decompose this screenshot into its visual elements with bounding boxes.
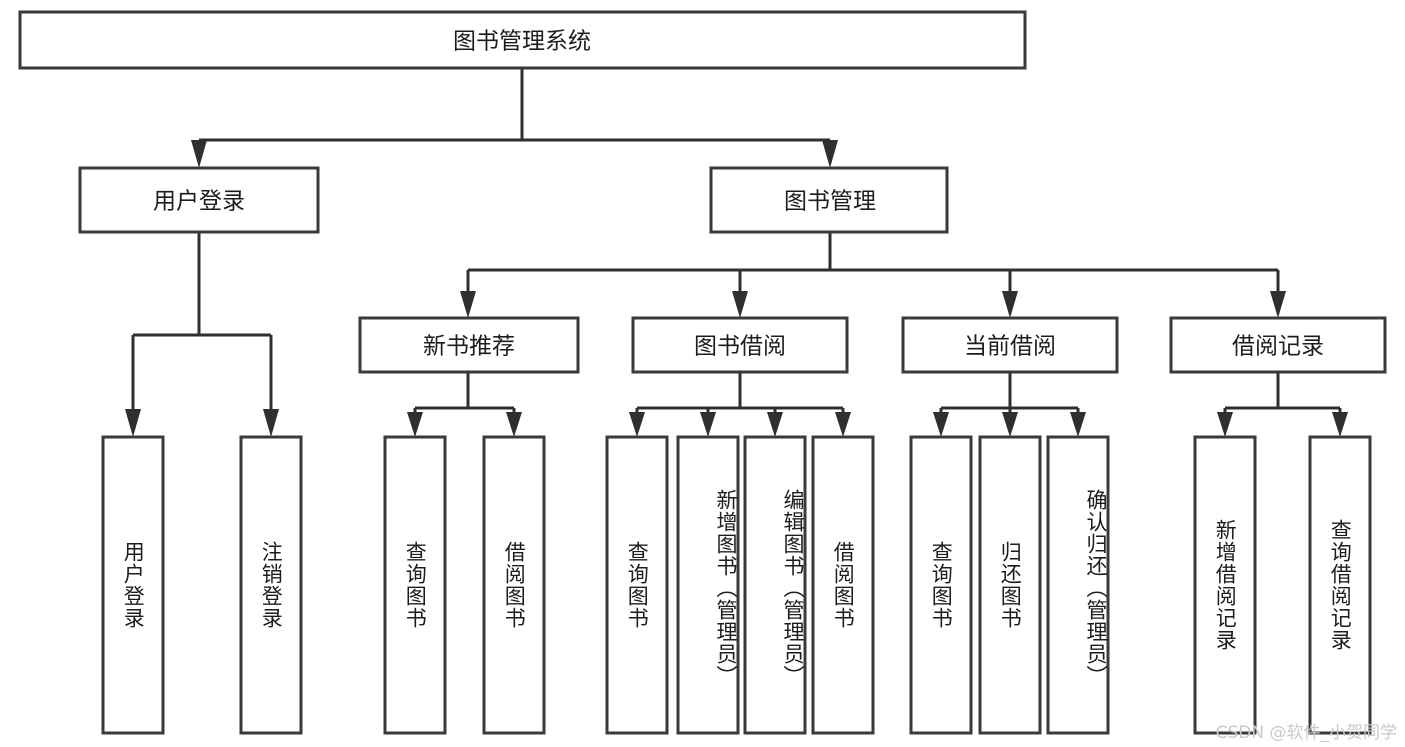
leaf-return-book-box[interactable] xyxy=(978,435,1042,735)
node-current-borrow-box[interactable] xyxy=(901,316,1119,374)
leaf-return-book-label: 归还图书 xyxy=(998,541,1023,629)
node-borrow-record[interactable]: 借阅记录 xyxy=(1169,316,1387,374)
node-root[interactable]: 图书管理系统 xyxy=(18,10,1027,70)
leaf-user-logout-box[interactable] xyxy=(239,435,303,735)
arrow-to-leaf-query-book-1 xyxy=(407,412,423,437)
arrow-to-leaf-user-logout xyxy=(263,409,279,437)
node-book-borrow-label: 图书借阅 xyxy=(694,334,786,360)
leaf-query-record-label: 查询借阅记录 xyxy=(1328,519,1353,651)
arrow-to-book-borrow xyxy=(732,291,748,318)
arrow-to-leaf-query-record xyxy=(1332,412,1348,437)
node-book-borrow[interactable]: 图书借阅 xyxy=(631,316,849,374)
node-user-login-box[interactable] xyxy=(78,166,320,234)
arrow-to-leaf-borrow-book-1 xyxy=(506,412,522,437)
arrow-to-leaf-return-book xyxy=(1002,412,1018,437)
leaf-confirm-return-box[interactable] xyxy=(1046,435,1110,735)
leaf-confirm-return-label: 确认归还（管理员） xyxy=(1084,489,1108,687)
leaf-query-book-3-label: 查询图书 xyxy=(929,541,954,629)
leaf-query-book-1-label: 查询图书 xyxy=(403,541,428,629)
leaf-query-book-3-box[interactable] xyxy=(909,435,973,735)
node-root-label: 图书管理系统 xyxy=(453,29,591,55)
node-book-manage-box[interactable] xyxy=(709,166,949,234)
node-borrow-record-label: 借阅记录 xyxy=(1232,334,1324,360)
arrow-to-current-borrow xyxy=(1002,291,1018,318)
node-borrow-record-box[interactable] xyxy=(1169,316,1387,374)
node-book-borrow-box[interactable] xyxy=(631,316,849,374)
leaf-edit-book-label: 编辑图书（管理员） xyxy=(781,489,805,687)
arrow-to-leaf-add-book xyxy=(700,412,716,437)
leaf-edit-book-box[interactable] xyxy=(743,435,807,735)
leaf-borrow-book-1-box[interactable] xyxy=(482,435,546,735)
arrow-to-book-manage xyxy=(822,140,838,168)
leaf-borrow-book-2-box[interactable] xyxy=(811,435,875,735)
leaf-query-book-1-box[interactable] xyxy=(383,435,447,735)
arrow-to-leaf-edit-book xyxy=(767,412,783,437)
connector-group xyxy=(125,68,1348,437)
node-root-box[interactable] xyxy=(18,10,1027,70)
arrow-to-leaf-confirm-return xyxy=(1070,412,1086,437)
leaf-box-group xyxy=(101,435,1372,735)
leaf-borrow-book-2-label: 借阅图书 xyxy=(831,541,856,629)
arrow-to-user-login xyxy=(191,140,207,168)
arrow-to-leaf-query-book-3 xyxy=(933,412,949,437)
leaf-add-record-label: 新增借阅记录 xyxy=(1213,519,1238,651)
leaf-query-book-2-box[interactable] xyxy=(605,435,669,735)
arrow-to-borrow-record xyxy=(1270,291,1286,318)
arrow-to-new-book-recommend xyxy=(460,291,476,318)
node-user-login-label: 用户登录 xyxy=(153,189,245,215)
node-book-manage-label: 图书管理 xyxy=(784,189,876,215)
leaf-add-book-box[interactable] xyxy=(676,435,740,735)
node-new-book-recommend-box[interactable] xyxy=(358,316,580,374)
leaf-user-login-label: 用户登录 xyxy=(121,541,146,629)
leaf-query-book-2-label: 查询图书 xyxy=(625,541,650,629)
leaf-add-book-label: 新增图书（管理员） xyxy=(714,489,738,687)
node-current-borrow[interactable]: 当前借阅 xyxy=(901,316,1119,374)
arrow-to-leaf-borrow-book-2 xyxy=(835,412,851,437)
leaf-borrow-book-1-label: 借阅图书 xyxy=(502,541,527,629)
leaf-user-login-box[interactable] xyxy=(101,435,165,735)
node-user-login[interactable]: 用户登录 xyxy=(78,166,320,234)
node-new-book-recommend-label: 新书推荐 xyxy=(423,334,515,360)
arrow-to-leaf-user-login xyxy=(125,409,141,437)
node-book-manage[interactable]: 图书管理 xyxy=(709,166,949,234)
arrow-to-leaf-add-record xyxy=(1217,412,1233,437)
leaf-query-record-box[interactable] xyxy=(1308,435,1372,735)
node-current-borrow-label: 当前借阅 xyxy=(964,334,1056,360)
watermark: CSDN @软件_小贺同学 xyxy=(1215,723,1397,743)
node-new-book-recommend[interactable]: 新书推荐 xyxy=(358,316,580,374)
leaf-user-logout-label: 注销登录 xyxy=(259,541,284,629)
arrow-to-leaf-query-book-2 xyxy=(629,412,645,437)
leaf-add-record-box[interactable] xyxy=(1193,435,1257,735)
